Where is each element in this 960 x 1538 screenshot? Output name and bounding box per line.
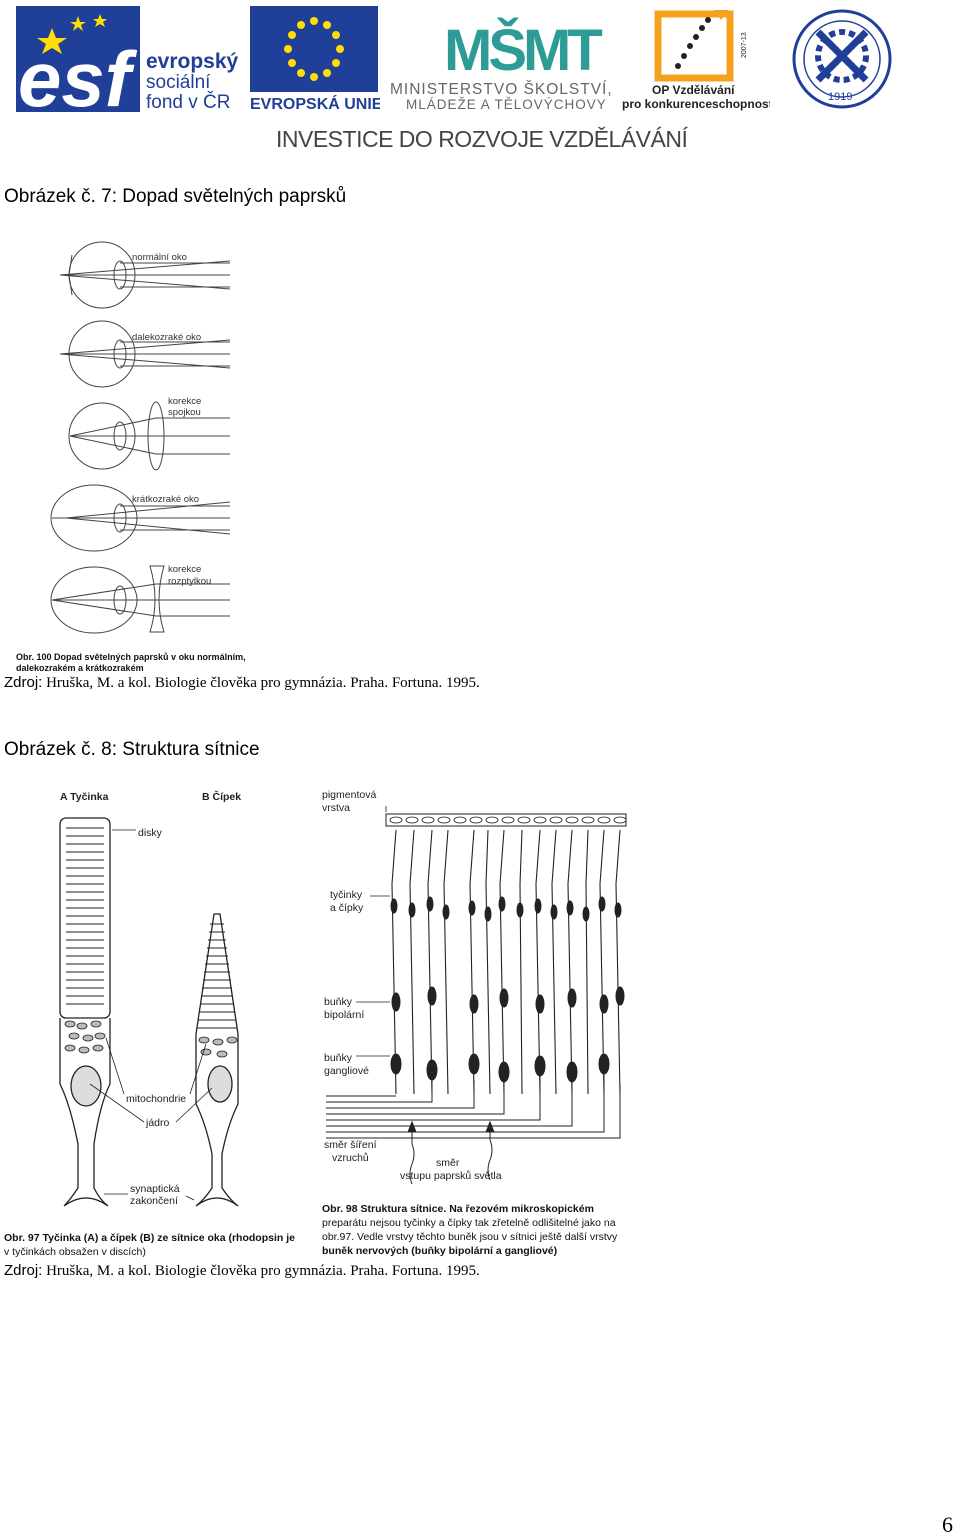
svg-text:MLÁDEŽE A TĚLOVÝCHOVY: MLÁDEŽE A TĚLOVÝCHOVY — [406, 97, 607, 112]
svg-text:EVROPSKÁ UNIE: EVROPSKÁ UNIE — [250, 94, 380, 112]
label-nucleus: jádro — [145, 1117, 170, 1129]
op-vzdelavani-logo: 2007-13 OP Vzdělávání pro konkurencescho… — [622, 10, 770, 111]
svg-text:MINISTERSTVO ŠKOLSTVÍ,: MINISTERSTVO ŠKOLSTVÍ, — [390, 81, 613, 98]
page-number: 6 — [942, 1512, 953, 1537]
label-light-1: směr — [436, 1157, 460, 1169]
fig97-caption-line2: v tyčinkách obsažen v discích) — [4, 1246, 146, 1258]
source-text: Hruška, M. a kol. Biologie člověka pro g… — [42, 675, 480, 691]
concave-correction-drawing — [50, 565, 230, 634]
cone-cell-drawing — [195, 913, 239, 1207]
svg-text:OP Vzdělávání: OP Vzdělávání — [652, 83, 735, 97]
label-bipolar-2: bipolární — [324, 1009, 364, 1021]
header-logos: esf evropský sociální fond v ČR EVROPSKÁ… — [0, 0, 960, 160]
retina-structure-diagram: A Tyčinka B Čípek disky mitochondrie jád… — [4, 789, 627, 1258]
fig97-caption-line1: Obr. 97 Tyčinka (A) a čípek (B) ze sítni… — [4, 1232, 295, 1244]
label-concave-1: korekce — [168, 564, 201, 575]
farsighted-eye-drawing — [59, 320, 231, 388]
impulse-direction-arrow-icon — [407, 1120, 417, 1185]
label-discs: disky — [138, 827, 163, 839]
msmt-logo: MŠMT MINISTERSTVO ŠKOLSTVÍ, MLÁDEŽE A TĚ… — [390, 18, 613, 112]
eu-stars-icon — [284, 17, 344, 81]
label-ganglion-1: buňky — [324, 1052, 353, 1064]
light-direction-arrow-icon — [485, 1120, 495, 1181]
label-mitochondria: mitochondrie — [126, 1093, 186, 1105]
source-prefix: Zdroj: — [4, 674, 43, 691]
svg-text:sociální: sociální — [146, 72, 211, 93]
fig98-caption-line3: obr.97. Vedle vrstvy těchto buněk jsou v… — [322, 1231, 618, 1243]
label-impulse-2: vzruchů — [332, 1152, 369, 1164]
source-text: Hruška, M. a kol. Biologie člověka pro g… — [42, 1263, 480, 1279]
fig98-caption-line4: buněk nervových (buňky bipolární a gangl… — [322, 1245, 557, 1257]
retina-layers-drawing — [326, 806, 627, 1185]
op-dots-icon — [675, 17, 711, 69]
convex-correction-drawing — [68, 401, 230, 471]
label-cone: B Čípek — [202, 790, 241, 803]
fig98-caption-line1: Obr. 98 Struktura sítnice. Na řezovém mi… — [322, 1203, 594, 1215]
eye-refraction-diagram: normální oko dalekozraké oko korekce spo… — [16, 241, 246, 673]
svg-text:fond v ČR: fond v ČR — [146, 91, 230, 113]
label-concave-2: rozptylkou — [168, 576, 211, 587]
rod-cell-drawing — [59, 817, 111, 1207]
nearsighted-eye-drawing — [50, 484, 231, 552]
svg-text:pro konkurenceschopnost: pro konkurenceschopnost — [622, 97, 770, 111]
label-pigment-2: vrstva — [322, 802, 350, 814]
svg-text:2007-13: 2007-13 — [741, 32, 748, 58]
label-light-2: vstupu paprsků světla — [400, 1170, 502, 1182]
label-far-eye: dalekozraké oko — [132, 332, 201, 343]
label-convex-2: spojkou — [168, 407, 201, 418]
slogan: INVESTICE DO ROZVOJE VZDĚLÁVÁNÍ — [276, 126, 688, 152]
figure7-source: Zdroj: Hruška, M. a kol. Biologie člověk… — [4, 674, 480, 692]
figure8-title: Obrázek č. 8: Struktura sítnice — [4, 739, 260, 760]
fig7-caption-line2: dalekozrakém a krátkozrakém — [16, 663, 144, 673]
school-seal-logo: 1919 — [792, 9, 892, 109]
label-rod: A Tyčinka — [60, 791, 109, 803]
figure8-source: Zdroj: Hruška, M. a kol. Biologie člověk… — [4, 1262, 480, 1280]
label-synaptic-2: zakončení — [130, 1195, 178, 1207]
label-bipolar-1: buňky — [324, 996, 353, 1008]
label-convex-1: korekce — [168, 396, 201, 407]
label-rods-cones-1: tyčinky — [330, 889, 363, 901]
label-pigment-1: pigmentová — [322, 789, 376, 801]
fig98-caption-line2: preparátu nejsou tyčinky a čípky tak zře… — [322, 1217, 616, 1229]
label-ganglion-2: gangliové — [324, 1065, 369, 1077]
esf-logo: esf evropský sociální fond v ČR — [16, 6, 239, 114]
label-normal-eye: normální oko — [132, 252, 187, 263]
esf-letters: esf — [18, 35, 138, 114]
label-impulse-1: směr šíření — [324, 1139, 377, 1151]
normal-eye-drawing — [59, 241, 231, 309]
fig7-caption-line1: Obr. 100 Dopad světelných paprsků v oku … — [16, 652, 246, 662]
source-prefix: Zdroj: — [4, 1262, 43, 1279]
figure7-title: Obrázek č. 7: Dopad světelných paprsků — [4, 186, 347, 207]
svg-text:1919: 1919 — [828, 91, 852, 103]
svg-text:evropský: evropský — [146, 50, 239, 73]
label-near-eye: krátkozraké oko — [132, 494, 199, 505]
label-rods-cones-2: a čípky — [330, 902, 364, 914]
eu-flag-logo: EVROPSKÁ UNIE — [250, 6, 380, 112]
label-synaptic-1: synaptická — [130, 1183, 180, 1195]
svg-text:MŠMT: MŠMT — [444, 18, 602, 83]
